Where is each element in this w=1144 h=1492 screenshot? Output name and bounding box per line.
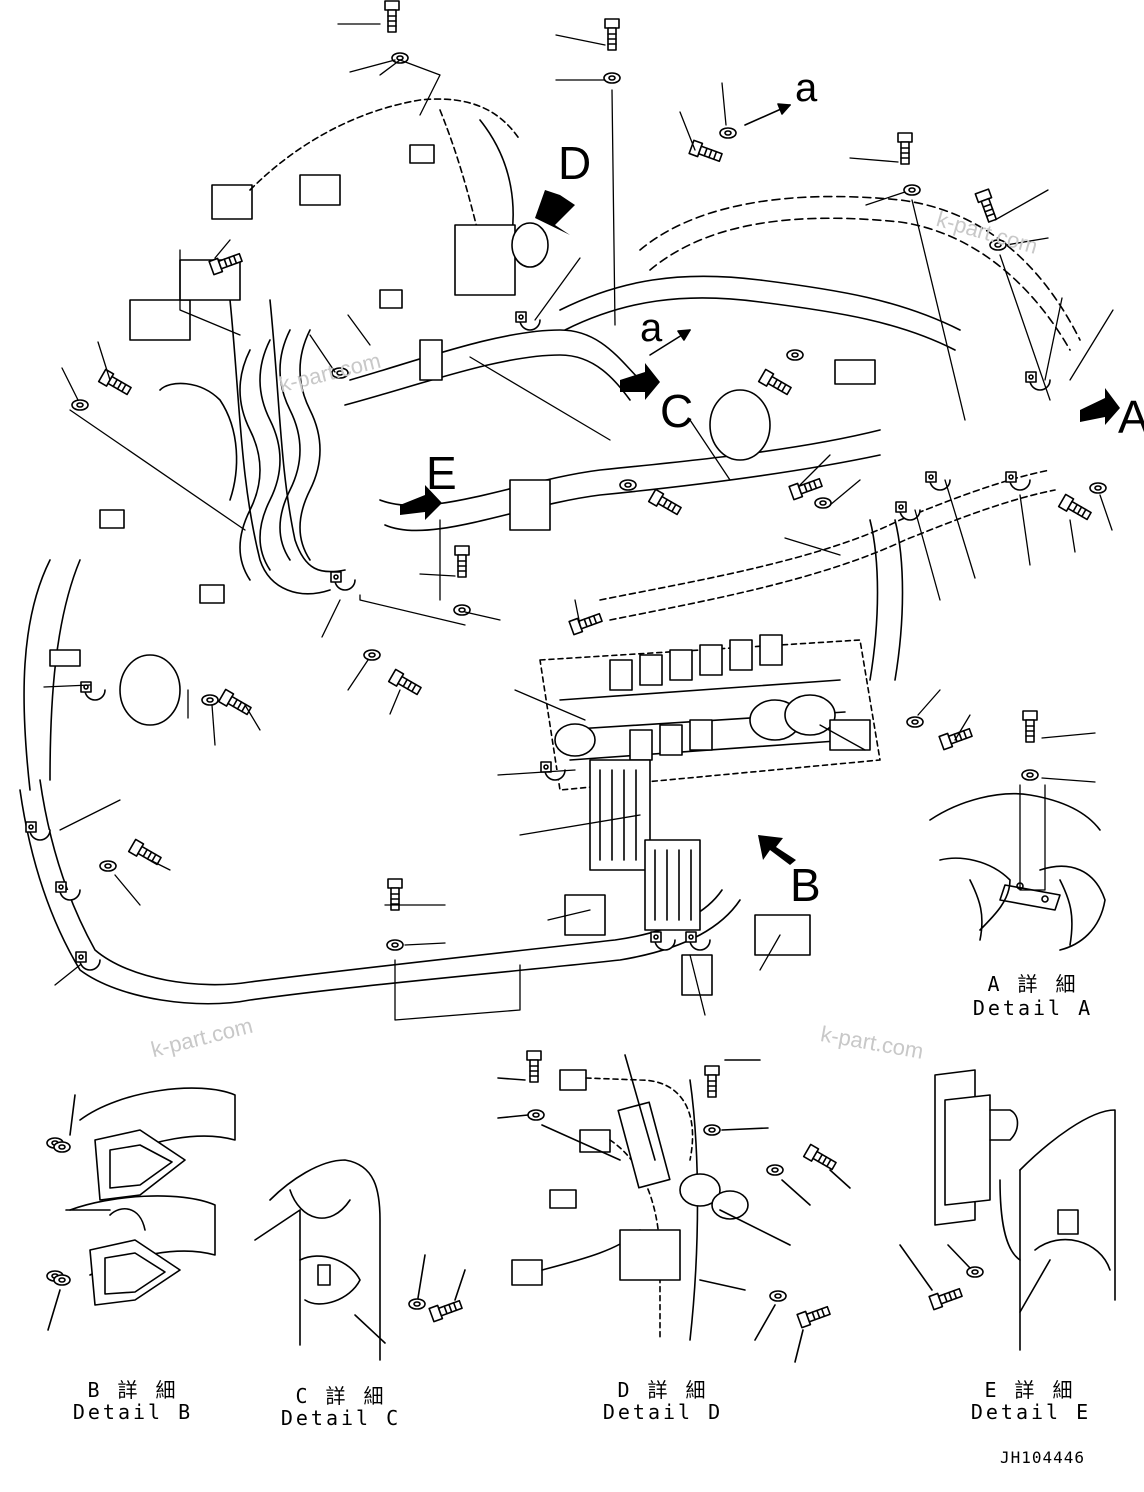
detail-a-drawing (929, 792, 1106, 951)
detail-e-drawing (899, 1069, 1116, 1351)
view-label-b: B (790, 859, 821, 911)
arrow-label-a-mid: a (640, 306, 663, 350)
a-arrows (649, 103, 791, 356)
leader-lines (43, 23, 1114, 1021)
detail-d-drawing (497, 1050, 851, 1363)
view-label-a: A (1118, 391, 1144, 443)
arrow-label-a-top: a (795, 66, 818, 110)
harness-clamps (25, 311, 1051, 971)
detail-c-caption-jp: C 詳 細 (295, 1384, 387, 1408)
detail-a-caption-jp: A 詳 細 (987, 972, 1079, 996)
detail-d-caption-en: Detail D (602, 1400, 724, 1424)
main-harness (19, 98, 1081, 1005)
view-arrows (400, 190, 1120, 865)
drawing-number: JH104446 (1000, 1448, 1086, 1467)
view-label-d: D (558, 137, 592, 189)
detail-e-caption-en: Detail E (970, 1400, 1092, 1424)
detail-d-caption-jp: D 詳 細 (617, 1378, 709, 1402)
detail-e-caption-jp: E 詳 細 (984, 1378, 1076, 1402)
detail-a-caption-en: Detail A (972, 996, 1094, 1020)
detail-c-caption-en: Detail C (280, 1406, 402, 1430)
detail-c-drawing (254, 1159, 466, 1361)
view-label-c: C (660, 385, 694, 437)
detail-b-drawing (46, 1087, 236, 1331)
detail-b-caption-jp: B 詳 細 (87, 1378, 179, 1402)
view-label-e: E (426, 447, 457, 499)
detail-b-caption-en: Detail B (72, 1400, 194, 1424)
